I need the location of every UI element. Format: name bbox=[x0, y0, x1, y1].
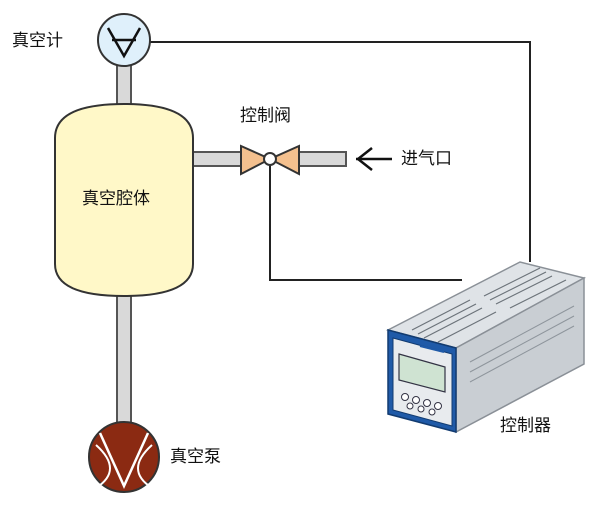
gauge-icon bbox=[97, 13, 151, 67]
vacuum-pump-label: 真空泵 bbox=[170, 447, 221, 467]
controller-label: 控制器 bbox=[500, 416, 551, 436]
pump-icon bbox=[88, 421, 160, 493]
inlet-pipe bbox=[295, 151, 347, 167]
gauge-to-controller-wire bbox=[150, 41, 531, 262]
valve-icon bbox=[240, 144, 300, 176]
vacuum-gauge-label: 真空计 bbox=[12, 31, 63, 51]
signal-wires bbox=[150, 41, 531, 281]
gas-inlet-label: 进气口 bbox=[401, 149, 452, 169]
gauge-pipe bbox=[116, 61, 132, 107]
vacuum-chamber-label: 真空腔体 bbox=[82, 189, 150, 209]
arrow-left-icon bbox=[355, 147, 392, 171]
valve-left-pipe bbox=[190, 151, 244, 167]
control-valve-label: 控制阀 bbox=[240, 106, 291, 126]
pump-pipe bbox=[116, 293, 132, 429]
vacuum-chamber bbox=[54, 102, 194, 298]
valve-to-controller-wire bbox=[269, 160, 462, 281]
controller-device-icon bbox=[385, 261, 587, 434]
